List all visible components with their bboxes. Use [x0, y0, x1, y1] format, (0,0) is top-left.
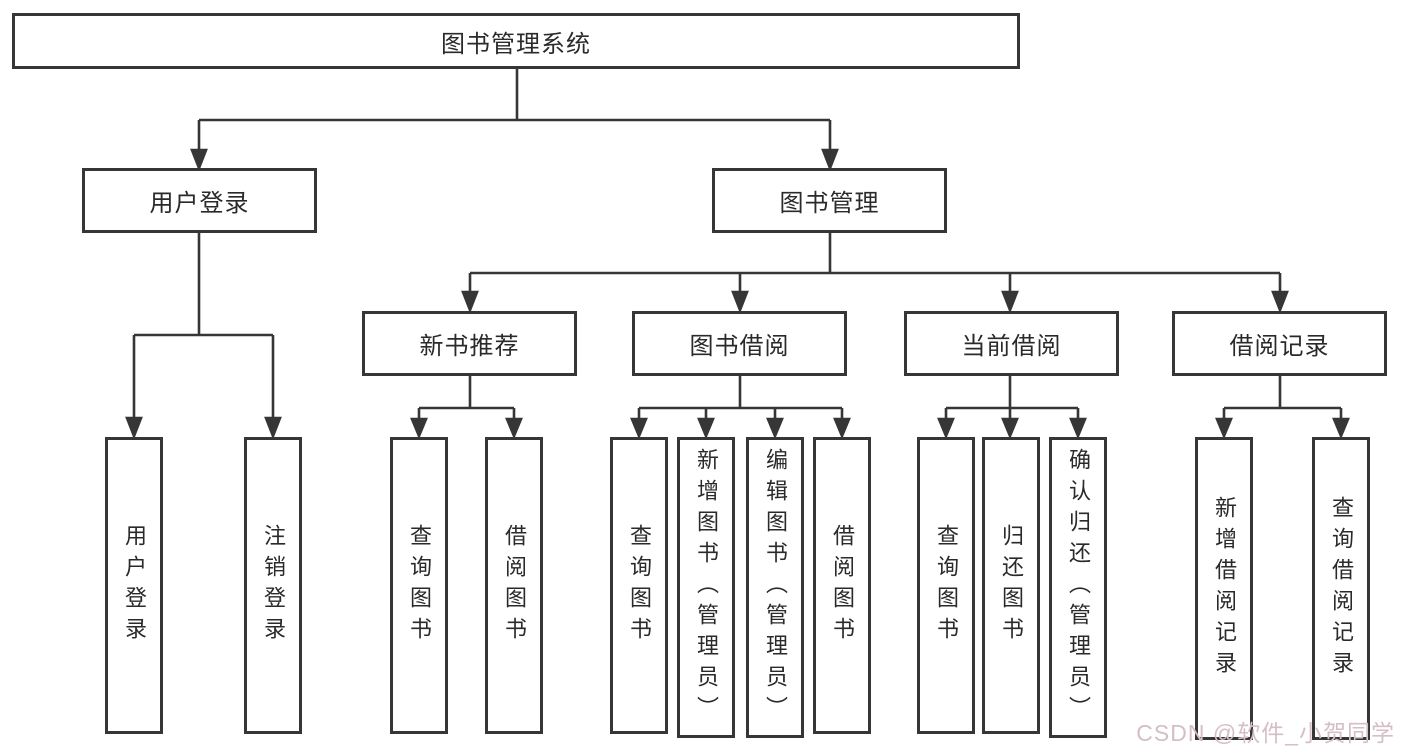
- connector-user-login-branch: [125, 233, 282, 440]
- node-book-borrowing: 图书借阅: [632, 311, 847, 376]
- leaf-user-login: 用户登录: [105, 437, 163, 734]
- connector-root-branch: [190, 68, 839, 172]
- leaf-borrow-books-recommend: 借阅图书: [485, 437, 543, 734]
- leaf-add-borrow-record: 新增借阅记录: [1195, 437, 1253, 740]
- leaf-edit-book-admin: 编辑图书（管理员）: [746, 437, 804, 738]
- leaf-add-book-admin: 新增图书（管理员）: [677, 437, 735, 738]
- leaf-query-borrow-record: 查询借阅记录: [1312, 437, 1370, 740]
- leaf-query-books-current: 查询图书: [917, 437, 975, 734]
- leaf-return-book: 归还图书: [982, 437, 1040, 734]
- leaf-query-books-borrow: 查询图书: [610, 437, 668, 734]
- watermark: CSDN @软件_小贺同学: [1136, 720, 1395, 746]
- connector-book-management-branch: [461, 233, 1289, 314]
- leaf-borrow-books: 借阅图书: [813, 437, 871, 734]
- node-book-management: 图书管理: [712, 168, 947, 233]
- node-library-management-system: 图书管理系统: [12, 13, 1020, 69]
- leaf-confirm-return-admin: 确认归还（管理员）: [1049, 437, 1107, 738]
- connector-book-borrowing-branch: [630, 375, 851, 440]
- connector-new-book-recommend-branch: [410, 375, 523, 440]
- connector-borrowing-records-branch: [1215, 375, 1350, 440]
- connector-current-borrowing-branch: [937, 375, 1087, 440]
- leaf-logout: 注销登录: [244, 437, 302, 734]
- node-new-book-recommend: 新书推荐: [362, 311, 577, 376]
- node-user-login: 用户登录: [82, 168, 317, 233]
- node-current-borrowing: 当前借阅: [904, 311, 1119, 376]
- leaf-query-books-recommend: 查询图书: [390, 437, 448, 734]
- node-borrowing-records: 借阅记录: [1172, 311, 1387, 376]
